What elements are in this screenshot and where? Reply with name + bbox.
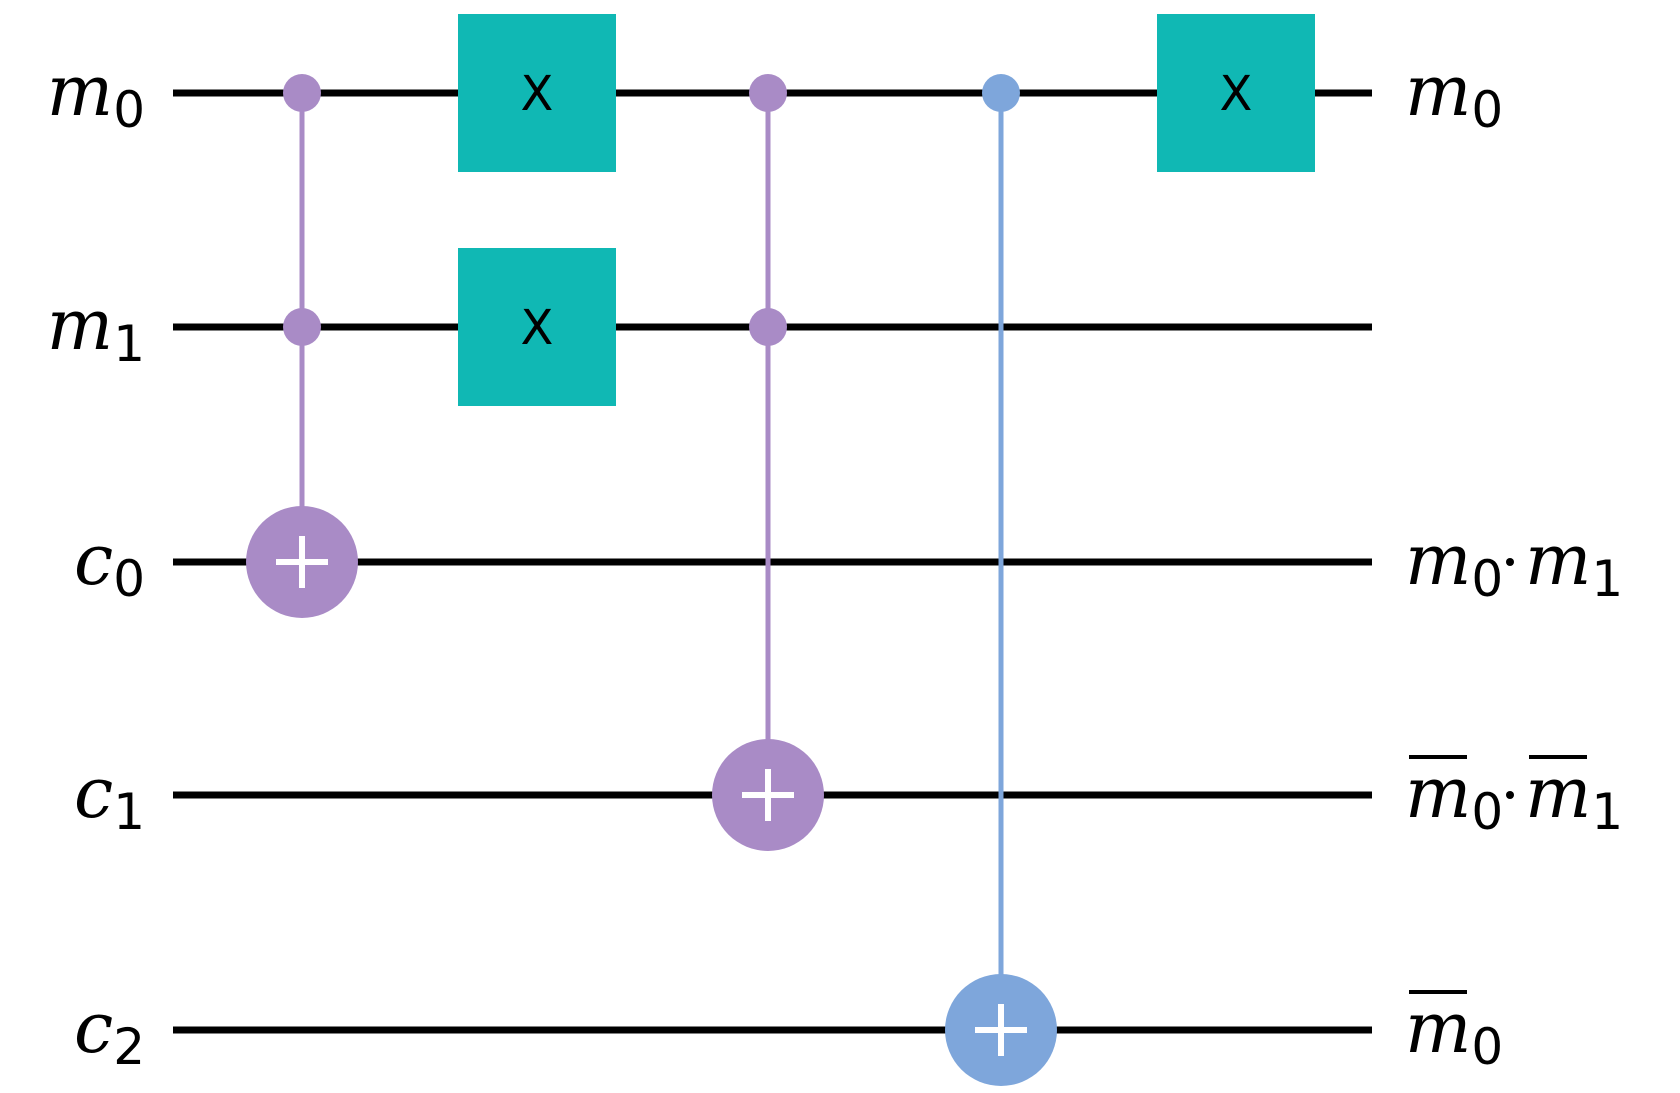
x-gate-label: X [521, 300, 554, 356]
ccx-gate-target-c1 [712, 74, 824, 851]
x-gate-m0: X [458, 14, 616, 172]
wire-label-c1: c1 [74, 752, 145, 841]
ccx-gate-target-c0 [246, 74, 358, 618]
output-label-c2: m0 [1405, 987, 1503, 1076]
wire-label-m1: m1 [47, 284, 145, 373]
output-term: m1 [1525, 519, 1623, 608]
output-label-m0: m0 [1405, 50, 1503, 139]
wire-label-m0: m0 [47, 50, 145, 139]
control-dot-m0 [982, 74, 1020, 112]
x-gate-box [458, 14, 616, 172]
output-term: m0 [1405, 519, 1503, 608]
wire-label-c0: c0 [74, 519, 145, 608]
product-dot [1506, 791, 1514, 799]
x-gate-label: X [521, 66, 554, 122]
output-term: m0 [1405, 987, 1503, 1076]
control-dot-m0 [283, 74, 321, 112]
product-dot [1506, 558, 1514, 566]
control-dot-m0 [749, 74, 787, 112]
gate-layer: X X X [246, 14, 1315, 1086]
x-gate-m1: X [458, 248, 616, 406]
control-dot-m1 [749, 308, 787, 346]
x-gate-box [458, 248, 616, 406]
wire-label-c2: c2 [74, 987, 145, 1076]
output-term: m1 [1525, 752, 1623, 841]
output-term: m0 [1405, 50, 1503, 139]
cx-gate-target-c2 [945, 74, 1057, 1086]
control-dot-m1 [283, 308, 321, 346]
x-gate-box [1157, 14, 1315, 172]
x-gate-label: X [1220, 66, 1253, 122]
x-gate-m0: X [1157, 14, 1315, 172]
output-term: m0 [1405, 752, 1503, 841]
